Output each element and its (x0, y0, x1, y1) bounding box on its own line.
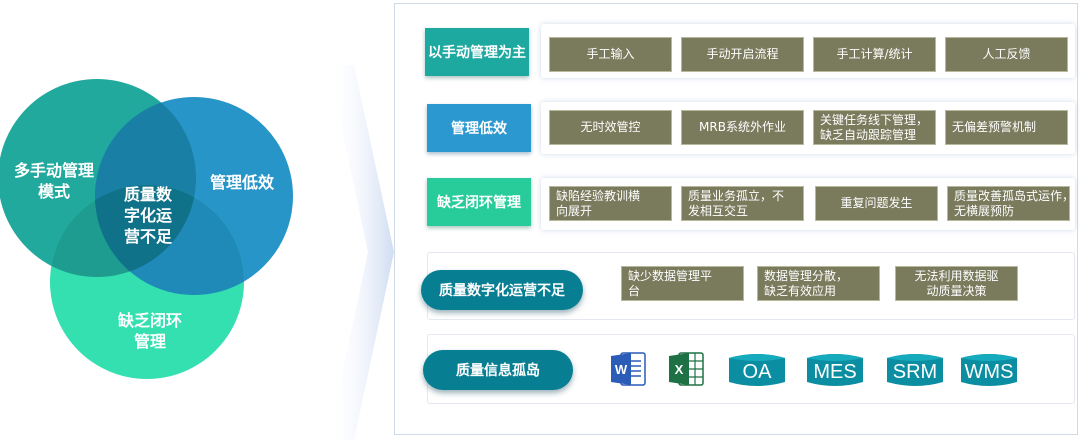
category-digital-operation: 质量数字化运营不足 (421, 270, 583, 310)
issue-text: 数据管理分散，缺乏有效应用 (764, 268, 849, 298)
system-mes-icon: MES (807, 354, 863, 386)
venn-circles (0, 79, 293, 379)
issue-chip: 无偏差预警机制 (945, 110, 1068, 145)
venn-center-text: 质量数字化运营不足 (123, 185, 172, 246)
category-no-closed-loop: 缺乏闭环管理 (427, 178, 531, 226)
svg-text:W: W (615, 362, 628, 377)
issue-text: 质量改善孤岛式运作，无横展预防 (954, 188, 1075, 218)
system-srm-icon: SRM (887, 354, 943, 386)
issue-chip: 手工计算/统计 (813, 37, 936, 72)
category-information-silo: 质量信息孤岛 (423, 350, 573, 390)
venn-left-text: 多手动管理模式 (13, 161, 94, 201)
venn-label-bottom: 缺乏闭环管理 (110, 310, 190, 352)
system-wms-icon: WMS (961, 354, 1017, 386)
issue-chip: 质量业务孤立，不发相互交互 (681, 186, 804, 221)
venn-label-right: 管理低效 (209, 173, 274, 192)
issue-text: 关键任务线下管理，缺乏自动跟踪管理 (820, 112, 929, 142)
svg-text:X: X (675, 362, 684, 377)
system-label: WMS (965, 361, 1014, 383)
system-label: MES (813, 361, 856, 383)
category-low-efficiency: 管理低效 (427, 104, 531, 152)
issue-text: 质量业务孤立，不发相互交互 (688, 188, 785, 218)
issue-text: 无法利用数据驱动质量决策 (914, 268, 999, 298)
issue-chip: 无时效管控 (549, 110, 672, 145)
system-label: SRM (893, 361, 937, 383)
issue-chip: 关键任务线下管理，缺乏自动跟踪管理 (813, 110, 936, 145)
issue-text: 缺陷经验教训横向展开 (556, 188, 641, 218)
word-icon: W (611, 352, 646, 386)
chevron-arrow-icon (328, 65, 394, 440)
issue-chip: 手动开启流程 (681, 37, 804, 72)
issue-chip: 质量改善孤岛式运作，无横展预防 (947, 186, 1074, 221)
issue-panel: 以手动管理为主 手工输入 手动开启流程 手工计算/统计 人工反馈 管理低效 无时… (394, 3, 1078, 435)
category-manual-management: 以手动管理为主 (425, 28, 529, 76)
issue-chip: 手工输入 (549, 37, 672, 72)
issue-chip: 数据管理分散，缺乏有效应用 (757, 266, 880, 301)
issue-chip: 无法利用数据驱动质量决策 (895, 266, 1018, 301)
venn-label-center: 质量数字化运营不足 (112, 184, 184, 247)
venn-label-left: 多手动管理模式 (8, 160, 100, 202)
venn-diagram: 多手动管理模式 管理低效 缺乏闭环管理 质量数字化运营不足 (0, 0, 320, 440)
system-oa-icon: OA (729, 354, 785, 386)
issue-chip: 重复问题发生 (815, 186, 938, 221)
system-label: OA (743, 361, 773, 383)
issue-chip: 人工反馈 (945, 37, 1068, 72)
issue-chip: 缺少数据管理平台 (621, 266, 744, 301)
venn-bottom-text: 缺乏闭环管理 (117, 311, 182, 351)
issue-chip: MRB系统外作业 (681, 110, 804, 145)
issue-text: 缺少数据管理平台 (628, 268, 713, 298)
issue-chip: 缺陷经验教训横向展开 (549, 186, 672, 221)
excel-icon: X (669, 352, 704, 386)
